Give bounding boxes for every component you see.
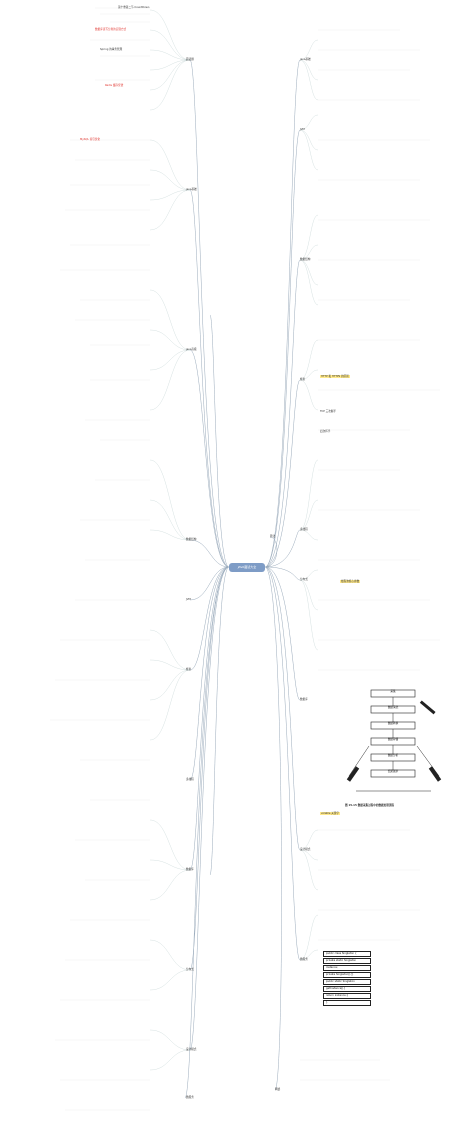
process-diagram: 采集 数据清洗 数据转换 数据存储 数据分析 结果展示 图 15-15 数据采集… [341, 686, 447, 814]
diagram-box: 采集 [390, 690, 396, 693]
branch-left-5[interactable]: 框架 [186, 668, 192, 671]
branch-left-10[interactable]: 微服务 [186, 1096, 194, 1099]
code-line: public static Singleton [323, 979, 371, 985]
leaf-text: MySQL 索引优化 [80, 138, 101, 141]
branch-left-7[interactable]: 数据库 [186, 868, 194, 871]
leaf-text: Redis 缓存穿透 [105, 84, 124, 87]
diagram-box: 数据存储 [387, 738, 399, 741]
branch-left-0[interactable]: 面试题 [186, 58, 194, 61]
diagram-box: 数据转换 [387, 722, 399, 725]
branch-right-2[interactable]: 数据结构 [300, 258, 311, 261]
branch-right-10[interactable]: 算法 [270, 535, 276, 538]
leaf-text: Spring 的事务管理 [100, 48, 123, 51]
code-line: getInstance(){ [323, 986, 371, 992]
branch-left-3[interactable]: 数据结构 [186, 538, 197, 541]
diagram-box: 数据清洗 [387, 706, 399, 709]
leaf-text: 数据库读写分离的实现方式 [95, 28, 127, 31]
highlight-note: HTTP 和 HTTPS 的区别 [320, 375, 350, 378]
branch-right-8[interactable]: 微服务 [300, 958, 308, 961]
diagram-box: 结果展示 [387, 770, 399, 773]
code-line: private Singleton(){} [323, 972, 371, 978]
branch-left-9[interactable]: 设计模式 [186, 1048, 197, 1051]
branch-right-7[interactable]: 设计模式 [300, 848, 311, 851]
branch-right-5[interactable]: 分布式 [300, 578, 308, 581]
code-snippet: public class Singleton { private static … [323, 950, 371, 1006]
code-line: public class Singleton { [323, 951, 371, 957]
leaf-text: TCP 三次握手 [320, 410, 337, 413]
branch-right-6[interactable]: 数据库 [300, 698, 308, 701]
branch-right-1[interactable]: JVM [300, 128, 305, 131]
root-node[interactable]: JAVA面试大全 [229, 563, 265, 572]
code-line: private static Singleton [323, 958, 371, 964]
branch-right-3[interactable]: 框架 [300, 378, 306, 381]
highlight-note: volatile 关键字 [320, 812, 341, 815]
diagram-caption: 图 15-15 数据采集过程中的数据处理流程 [345, 804, 395, 807]
diagram-box: 数据分析 [387, 754, 399, 757]
branch-left-8[interactable]: 分布式 [186, 968, 194, 971]
branch-right-9[interactable]: 网络 [275, 1088, 281, 1091]
code-line: } [323, 1000, 371, 1006]
leaf-text: 第十章第二节 CountDown [118, 6, 150, 9]
highlight-note: 线程池核心参数 [340, 580, 361, 583]
code-line: instance; [323, 965, 371, 971]
branch-left-4[interactable]: JVM [186, 598, 191, 601]
branch-right-0[interactable]: java基础 [300, 58, 311, 61]
leaf-text: 四次挥手 [320, 430, 331, 433]
branch-right-4[interactable]: 多线程 [300, 528, 308, 531]
branch-left-1[interactable]: java基础 [186, 188, 197, 191]
branch-left-2[interactable]: java高级 [186, 348, 197, 351]
branch-left-6[interactable]: 多线程 [186, 778, 194, 781]
code-line: return instance;} [323, 993, 371, 999]
